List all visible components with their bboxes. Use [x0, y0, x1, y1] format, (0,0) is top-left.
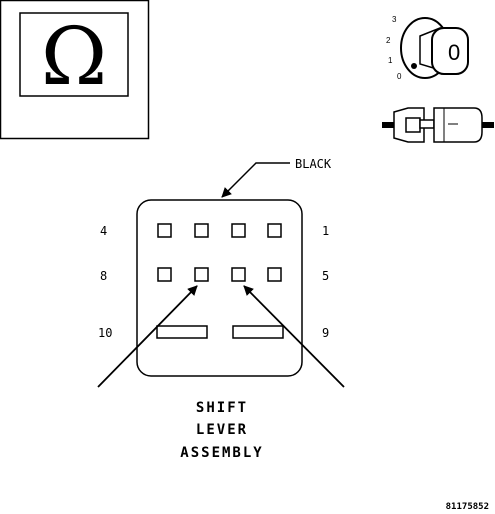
ignition-position-3: 3 [392, 15, 397, 24]
pin-cavity [231, 223, 246, 238]
figure-id: 81175852 [446, 502, 489, 512]
pin-label-1: 1 [322, 224, 329, 238]
ignition-position-1: 1 [388, 56, 393, 65]
probe-arrow-left [97, 285, 198, 388]
ignition-position-0: 0 [397, 72, 402, 81]
ohm-icon: Ω [41, 10, 107, 103]
component-name-line3: ASSEMBLY [180, 445, 263, 461]
connector-face [136, 199, 303, 377]
pin-label-4: 4 [100, 224, 107, 238]
pin-label-8: 8 [100, 269, 107, 283]
wide-cavity [232, 325, 284, 339]
wire-color-leader [221, 162, 290, 198]
ignition-key-icon: 3 2 1 0 0 [386, 15, 469, 81]
pin-cavity [157, 267, 172, 282]
wide-cavity [156, 325, 208, 339]
pin-label-5: 5 [322, 269, 329, 283]
pin-cavity [267, 267, 282, 282]
probe-arrow-right [243, 285, 345, 388]
pin-cavity [194, 267, 209, 282]
pin-cavity [194, 223, 209, 238]
ignition-position-2: 2 [386, 36, 391, 45]
pin-label-9: 9 [322, 326, 329, 340]
key-label: 0 [448, 40, 460, 65]
pin-cavity [267, 223, 282, 238]
connector-icon [382, 107, 494, 143]
component-name-line2: LEVER [196, 422, 248, 438]
wire-color-label: BLACK [295, 157, 332, 171]
pin-cavity [231, 267, 246, 282]
ohmmeter-symbol: Ω [0, 0, 150, 140]
pin-label-10: 10 [98, 326, 112, 340]
pin-cavity [157, 223, 172, 238]
component-name-line1: SHIFT [196, 400, 248, 416]
